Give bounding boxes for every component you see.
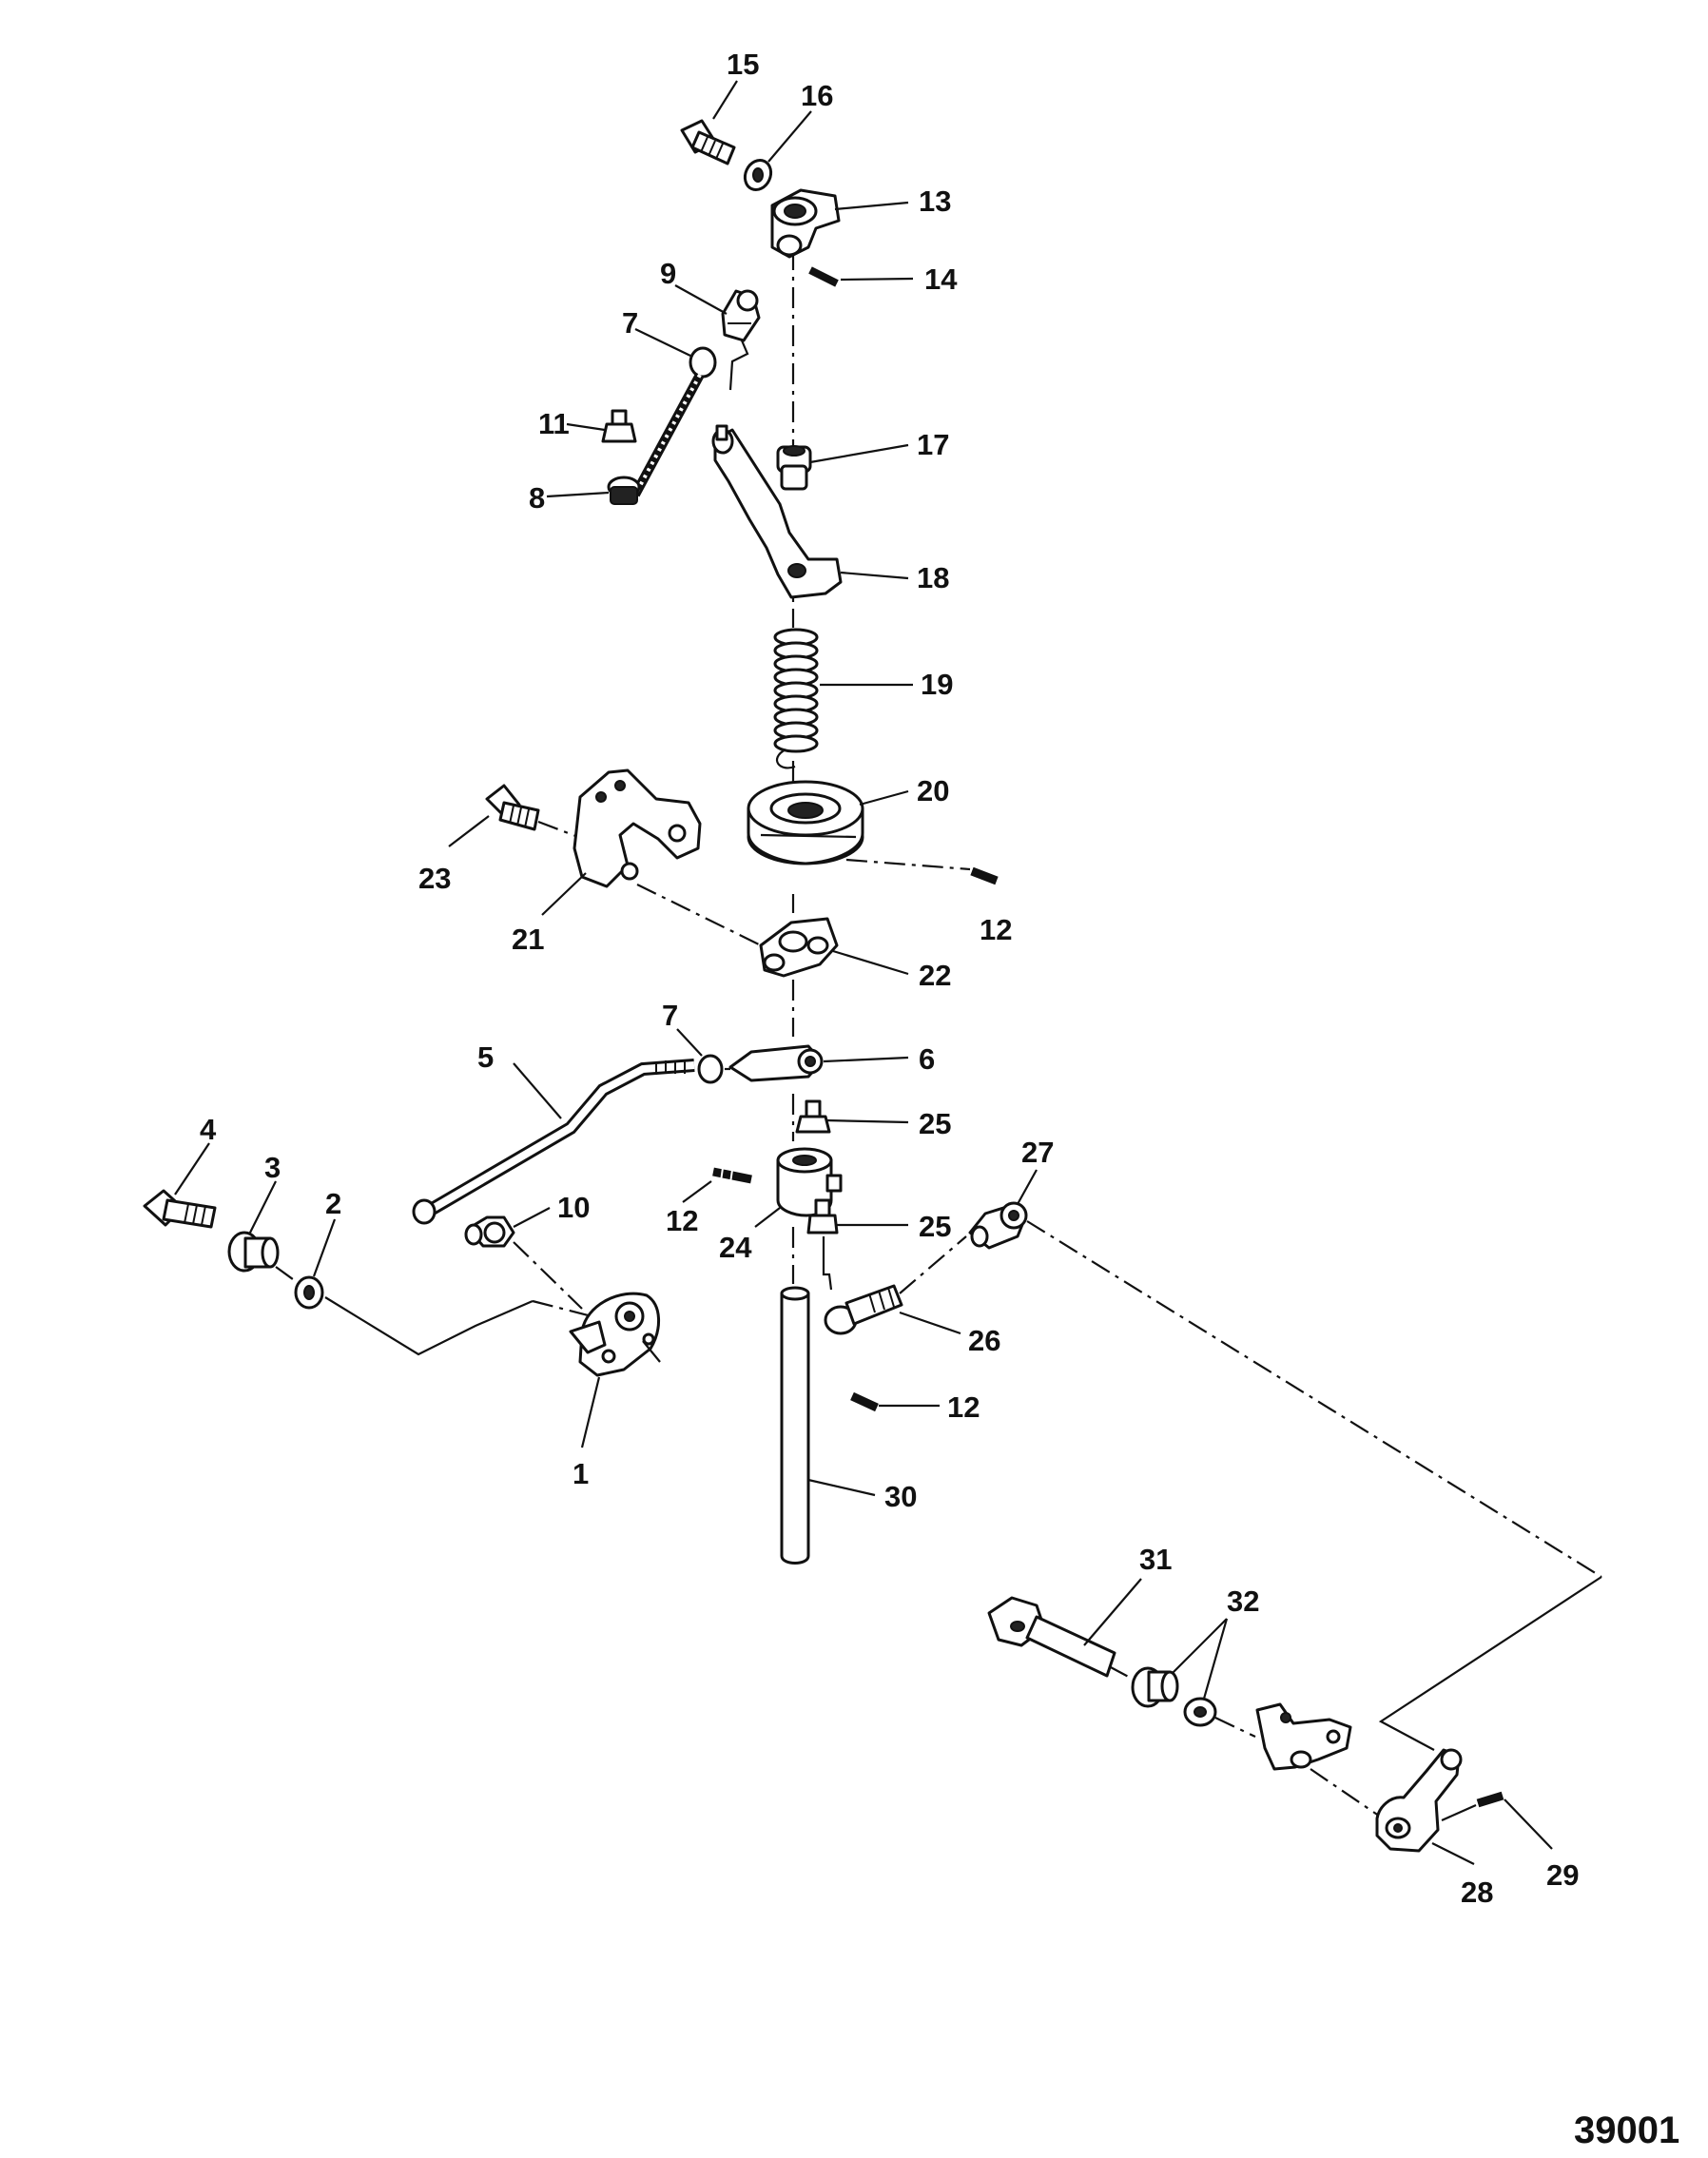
callout-21: 21	[512, 923, 544, 956]
callout-3: 3	[264, 1151, 281, 1184]
line-right-28	[1378, 1576, 1602, 1751]
callout-19: 19	[921, 668, 953, 701]
connector-9-18	[728, 340, 749, 391]
part-5-linkage-rod	[412, 1059, 695, 1225]
callout-12-upper: 12	[980, 913, 1012, 946]
dash-32-bracket	[1214, 1717, 1256, 1738]
callout-26: 26	[968, 1324, 1000, 1357]
dash-3-2	[275, 1266, 298, 1283]
leader-lines	[174, 80, 1553, 1865]
callout-29: 29	[1546, 1858, 1579, 1892]
callout-6: 6	[919, 1042, 935, 1076]
part-11-fitting	[601, 409, 637, 443]
callout-28: 28	[1461, 1876, 1493, 1909]
part-13-clamp	[770, 188, 841, 259]
part-4-bolt	[143, 1189, 217, 1229]
callout-25-upper: 25	[919, 1107, 951, 1140]
dash-10-1	[513, 1241, 583, 1310]
part-2-washer	[294, 1275, 324, 1310]
callout-1: 1	[573, 1457, 589, 1490]
part-8-fitting	[607, 476, 641, 505]
callout-30: 30	[884, 1480, 917, 1513]
callout-31: 31	[1139, 1543, 1172, 1576]
callout-13: 13	[919, 185, 951, 218]
dash-23-21	[537, 820, 579, 839]
callout-22: 22	[919, 959, 951, 992]
line-2-1	[324, 1296, 534, 1356]
callout-23: 23	[418, 862, 451, 895]
part-12-pin-middle	[712, 1167, 752, 1184]
callout-20: 20	[917, 774, 949, 807]
part-12-pin-upper	[970, 866, 999, 885]
part-1-throttle-cam	[569, 1292, 661, 1377]
part-16-washer	[743, 158, 773, 192]
dash-21-22	[636, 884, 762, 946]
callout-10: 10	[557, 1191, 590, 1224]
threaded-rod-upper	[631, 372, 705, 497]
part-27-ball-joint	[968, 1201, 1028, 1250]
part-7-nut-lower	[697, 1054, 724, 1084]
part-18-arm	[711, 424, 843, 599]
part-32-bushing	[1131, 1666, 1179, 1708]
callout-12-middle: 12	[666, 1204, 698, 1237]
part-23-bolt	[485, 784, 540, 831]
callout-9: 9	[660, 257, 676, 290]
callout-18: 18	[917, 561, 949, 594]
part-28-lever	[1375, 1748, 1463, 1853]
callout-2: 2	[325, 1187, 341, 1220]
part-21-bracket	[573, 768, 702, 888]
callout-numbers: 15 16 13 14 9 7 11 8 17 18 19 20 12 23 2…	[200, 48, 1579, 1909]
callout-14: 14	[924, 262, 958, 296]
callout-8: 8	[529, 481, 545, 515]
dash-31-32	[1108, 1665, 1138, 1682]
part-15-bolt	[680, 119, 736, 165]
callout-11: 11	[538, 407, 570, 440]
callout-32: 32	[1227, 1584, 1259, 1618]
part-26-ball-stud	[824, 1284, 903, 1335]
part-25-fitting-upper	[795, 1099, 831, 1134]
callout-16: 16	[801, 79, 833, 112]
callout-7-lower: 7	[662, 999, 678, 1032]
dash-bracket-28	[1310, 1768, 1389, 1823]
dash-26-27	[899, 1235, 967, 1294]
callout-7-upper: 7	[622, 306, 638, 340]
part-20-cam-wheel	[747, 780, 864, 865]
callout-12-lower: 12	[947, 1390, 980, 1424]
part-10-ball-joint	[464, 1215, 515, 1248]
line-28-29	[1441, 1803, 1477, 1822]
part-17-bushing	[776, 445, 812, 491]
part-12-pin-lower	[850, 1391, 879, 1412]
dash-27-right	[1026, 1220, 1602, 1578]
part-14-setscrew	[808, 266, 839, 287]
part-9-ball-joint	[721, 289, 761, 342]
part-7-nut-upper	[689, 346, 717, 379]
part-25-fitting-lower	[806, 1198, 839, 1235]
callout-5: 5	[477, 1040, 494, 1074]
part-29-pin	[1476, 1791, 1504, 1808]
part-22-clamp	[759, 917, 839, 978]
part-24-collar	[776, 1147, 843, 1217]
callout-25-lower: 25	[919, 1210, 951, 1243]
part-6-ball-joint	[728, 1044, 824, 1082]
part-30-shaft	[780, 1286, 810, 1565]
diagram-number: 39001	[1574, 2109, 1680, 2151]
callout-17: 17	[917, 428, 949, 461]
callout-24: 24	[719, 1231, 752, 1264]
part-32-washer	[1183, 1697, 1217, 1727]
bracket-lower-right	[1255, 1702, 1352, 1771]
part-19-spring	[773, 628, 819, 769]
dash-20-12	[845, 858, 971, 871]
callout-15: 15	[727, 48, 759, 81]
callout-4: 4	[200, 1113, 217, 1146]
part-3-bushing	[227, 1231, 280, 1273]
callout-27: 27	[1021, 1136, 1054, 1169]
part-31-shaft	[987, 1596, 1116, 1678]
connector-25-26	[822, 1236, 833, 1291]
